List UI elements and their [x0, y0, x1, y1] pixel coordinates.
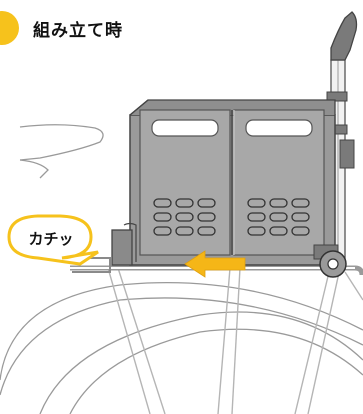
callout-text: カチッ [28, 230, 74, 248]
folding-basket [111, 99, 339, 266]
basket-wheel [319, 250, 347, 278]
bicycle-wheel [0, 281, 363, 414]
step-badge-icon [0, 11, 19, 45]
basket-vent-slots [153, 198, 310, 236]
rack-struts [107, 267, 363, 414]
bicycle-saddle [19, 124, 104, 179]
click-callout [7, 214, 99, 266]
step-heading: 組み立て時 [33, 21, 123, 41]
slide-left-arrow-icon [184, 250, 246, 278]
